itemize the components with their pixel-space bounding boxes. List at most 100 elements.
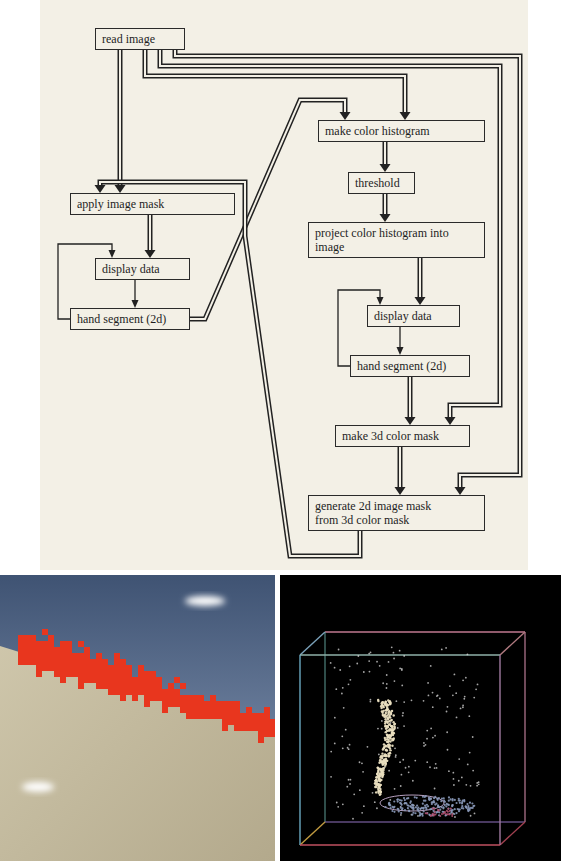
scatter-point (476, 785, 478, 787)
scatter-point (422, 808, 424, 810)
mask-pixel (42, 629, 48, 635)
mask-pixel (90, 665, 96, 671)
scatter-point (432, 706, 434, 708)
scatter-point (348, 683, 350, 685)
mask-pixel (192, 707, 198, 713)
scatter-point (416, 805, 418, 807)
mask-pixel (120, 671, 126, 677)
mask-pixel (24, 653, 30, 659)
scatter-point (401, 684, 403, 686)
mask-pixel (114, 665, 120, 671)
scatter-point (383, 747, 385, 749)
paper (40, 0, 528, 570)
scatter-point (386, 717, 388, 719)
scatter-point (414, 760, 416, 762)
scatter-point (422, 807, 424, 809)
scatter-point (390, 719, 392, 721)
arrow-line (418, 258, 423, 297)
scatter-point (372, 792, 374, 794)
scatter-point (395, 754, 397, 756)
cup-surface (0, 575, 275, 861)
scatter-point (467, 763, 469, 765)
scatter-point (437, 809, 439, 811)
box-label: project color histogram into image (315, 226, 450, 254)
scatter-point (368, 660, 370, 662)
scatter-point (473, 697, 475, 699)
mask-pixel (84, 665, 90, 671)
scatter-point (401, 799, 403, 801)
mask-pixel (60, 677, 66, 683)
scatter-point (378, 786, 380, 788)
mask-pixel (174, 701, 180, 707)
blue-background (0, 575, 275, 732)
scatter-point (349, 665, 351, 667)
mask-pixel (198, 695, 204, 701)
scatter-point (399, 650, 401, 652)
scatter-point (467, 653, 469, 655)
mask-pixel (162, 707, 168, 713)
scatter-point (417, 810, 419, 812)
scatter-point (458, 758, 460, 760)
scatter-point (341, 735, 343, 737)
box-label: display data (374, 309, 453, 323)
scatter-point (458, 780, 460, 782)
mask-pixel (96, 683, 102, 689)
scatter-point (434, 767, 436, 769)
scatter-point (397, 798, 399, 800)
scatter-point (379, 756, 381, 758)
scatter-point (397, 808, 399, 810)
scatter-point (448, 796, 450, 798)
mask-pixel (24, 659, 30, 665)
scatter-point (380, 791, 382, 793)
scatter-point (429, 766, 431, 768)
mask-pixel (150, 683, 156, 689)
scatter-point (455, 812, 457, 814)
scatter-point (393, 725, 395, 727)
scatter-point (390, 807, 392, 809)
flow-arrow (160, 50, 500, 425)
arrow-line-gap (149, 215, 151, 250)
scatter-point (473, 805, 475, 807)
scatter-point (425, 744, 427, 746)
scatter-point (466, 807, 468, 809)
scatter-point (349, 679, 351, 681)
scatter-point (437, 805, 439, 807)
scatter-point (356, 663, 358, 665)
mask-pixel (192, 695, 198, 701)
box-label: hand segment (2d) (77, 312, 183, 326)
scatter-point (394, 680, 396, 682)
mask-pixel (30, 647, 36, 653)
flow-arrow (415, 258, 426, 305)
mask-pixel (258, 731, 264, 737)
arrow-line (399, 327, 400, 347)
mask-pixel (252, 713, 258, 719)
mask-pixel (210, 695, 216, 701)
scatter-point (389, 799, 391, 801)
scatter-point (424, 804, 426, 806)
scatter-point (440, 800, 442, 802)
mask-pixel (228, 707, 234, 713)
scatter-point (461, 807, 463, 809)
mask-pixel (150, 695, 156, 701)
scatter-point (438, 806, 440, 808)
mask-pixel (258, 719, 264, 725)
scatter-point (447, 811, 449, 813)
mask-pixel (72, 653, 78, 659)
scatter-point (411, 807, 413, 809)
scatter-point (359, 761, 361, 763)
mask-pixel (42, 653, 48, 659)
scatter-point (433, 807, 435, 809)
scatter-point (411, 807, 413, 809)
scatter-point (387, 755, 389, 757)
mask-pixel (36, 641, 42, 647)
scatter-point (381, 704, 383, 706)
scatter-point (393, 728, 395, 730)
box-label: hand segment (2d) (357, 359, 463, 373)
scatter-point (408, 771, 410, 773)
arrow-line (118, 50, 123, 185)
mask-pixel (90, 677, 96, 683)
mask-pixel (36, 659, 42, 665)
scatter-point (447, 803, 449, 805)
arrow-line (408, 377, 413, 417)
